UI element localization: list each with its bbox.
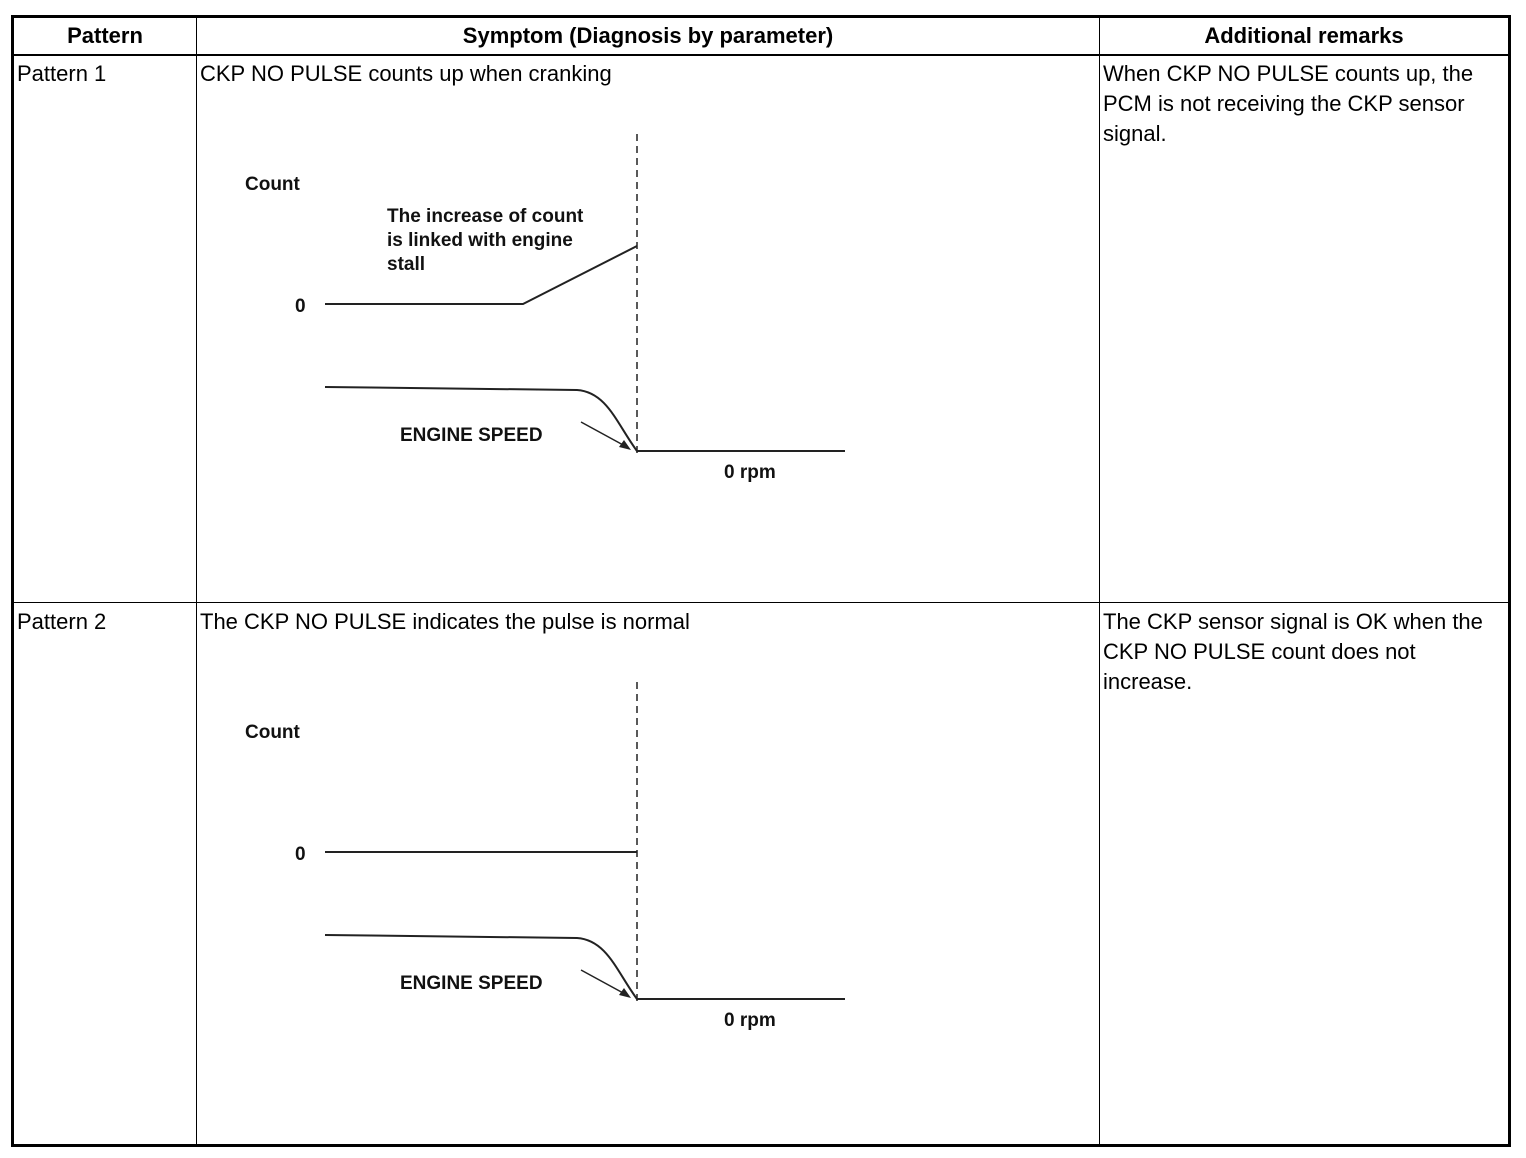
arrow-head-icon bbox=[619, 988, 631, 998]
count-trace bbox=[325, 245, 638, 305]
symptom-text: The CKP NO PULSE indicates the pulse is … bbox=[200, 609, 690, 634]
engine-speed-trace bbox=[324, 386, 845, 452]
table-header: Pattern Symptom (Diagnosis by parameter)… bbox=[14, 18, 1508, 56]
table-row: Pattern 2 The CKP NO PULSE indicates the… bbox=[14, 602, 1508, 1147]
count-axis-label: Count bbox=[245, 174, 301, 195]
pattern-2-diagram: Count 0 ENGINE SPEED 0 rpm bbox=[245, 682, 845, 1031]
arrow-head-icon bbox=[619, 440, 631, 450]
pattern-label: Pattern 2 bbox=[17, 609, 107, 634]
zero-rpm-label: 0 rpm bbox=[724, 1010, 776, 1031]
zero-count-label: 0 bbox=[295, 844, 306, 865]
remarks-cell: The CKP sensor signal is OK when the CKP… bbox=[1100, 602, 1508, 1147]
pattern-1-diagram: Count The increase of count is linked wi… bbox=[245, 134, 845, 483]
remarks-text: The CKP sensor signal is OK when the CKP… bbox=[1103, 609, 1483, 694]
symptom-cell: The CKP NO PULSE indicates the pulse is … bbox=[197, 602, 1100, 1147]
pattern-cell: Pattern 2 bbox=[14, 602, 197, 1147]
engine-speed-label: ENGINE SPEED bbox=[400, 973, 543, 994]
table-row: Pattern 1 CKP NO PULSE counts up when cr… bbox=[14, 54, 1508, 603]
annotation-line-3: stall bbox=[387, 254, 425, 275]
annotation-line-1: The increase of count bbox=[387, 206, 584, 227]
engine-speed-arrow bbox=[580, 969, 626, 995]
engine-speed-label: ENGINE SPEED bbox=[400, 425, 543, 446]
engine-speed-arrow bbox=[580, 421, 626, 447]
symptom-cell: CKP NO PULSE counts up when cranking Cou… bbox=[197, 54, 1100, 602]
header-symptom: Symptom (Diagnosis by parameter) bbox=[197, 18, 1100, 54]
engine-speed-trace bbox=[324, 934, 845, 1000]
remarks-cell: When CKP NO PULSE counts up, the PCM is … bbox=[1100, 54, 1508, 602]
remarks-text: When CKP NO PULSE counts up, the PCM is … bbox=[1103, 61, 1474, 146]
symptom-text: CKP NO PULSE counts up when cranking bbox=[200, 61, 612, 86]
pattern-label: Pattern 1 bbox=[17, 61, 107, 86]
zero-count-label: 0 bbox=[295, 296, 306, 317]
pattern-cell: Pattern 1 bbox=[14, 54, 197, 602]
header-pattern: Pattern bbox=[14, 18, 197, 54]
annotation-line-2: is linked with engine bbox=[387, 230, 573, 251]
diagnosis-table: Pattern Symptom (Diagnosis by parameter)… bbox=[11, 15, 1511, 1147]
count-axis-label: Count bbox=[245, 722, 301, 743]
header-remarks: Additional remarks bbox=[1204, 23, 1404, 48]
zero-rpm-label: 0 rpm bbox=[724, 462, 776, 483]
